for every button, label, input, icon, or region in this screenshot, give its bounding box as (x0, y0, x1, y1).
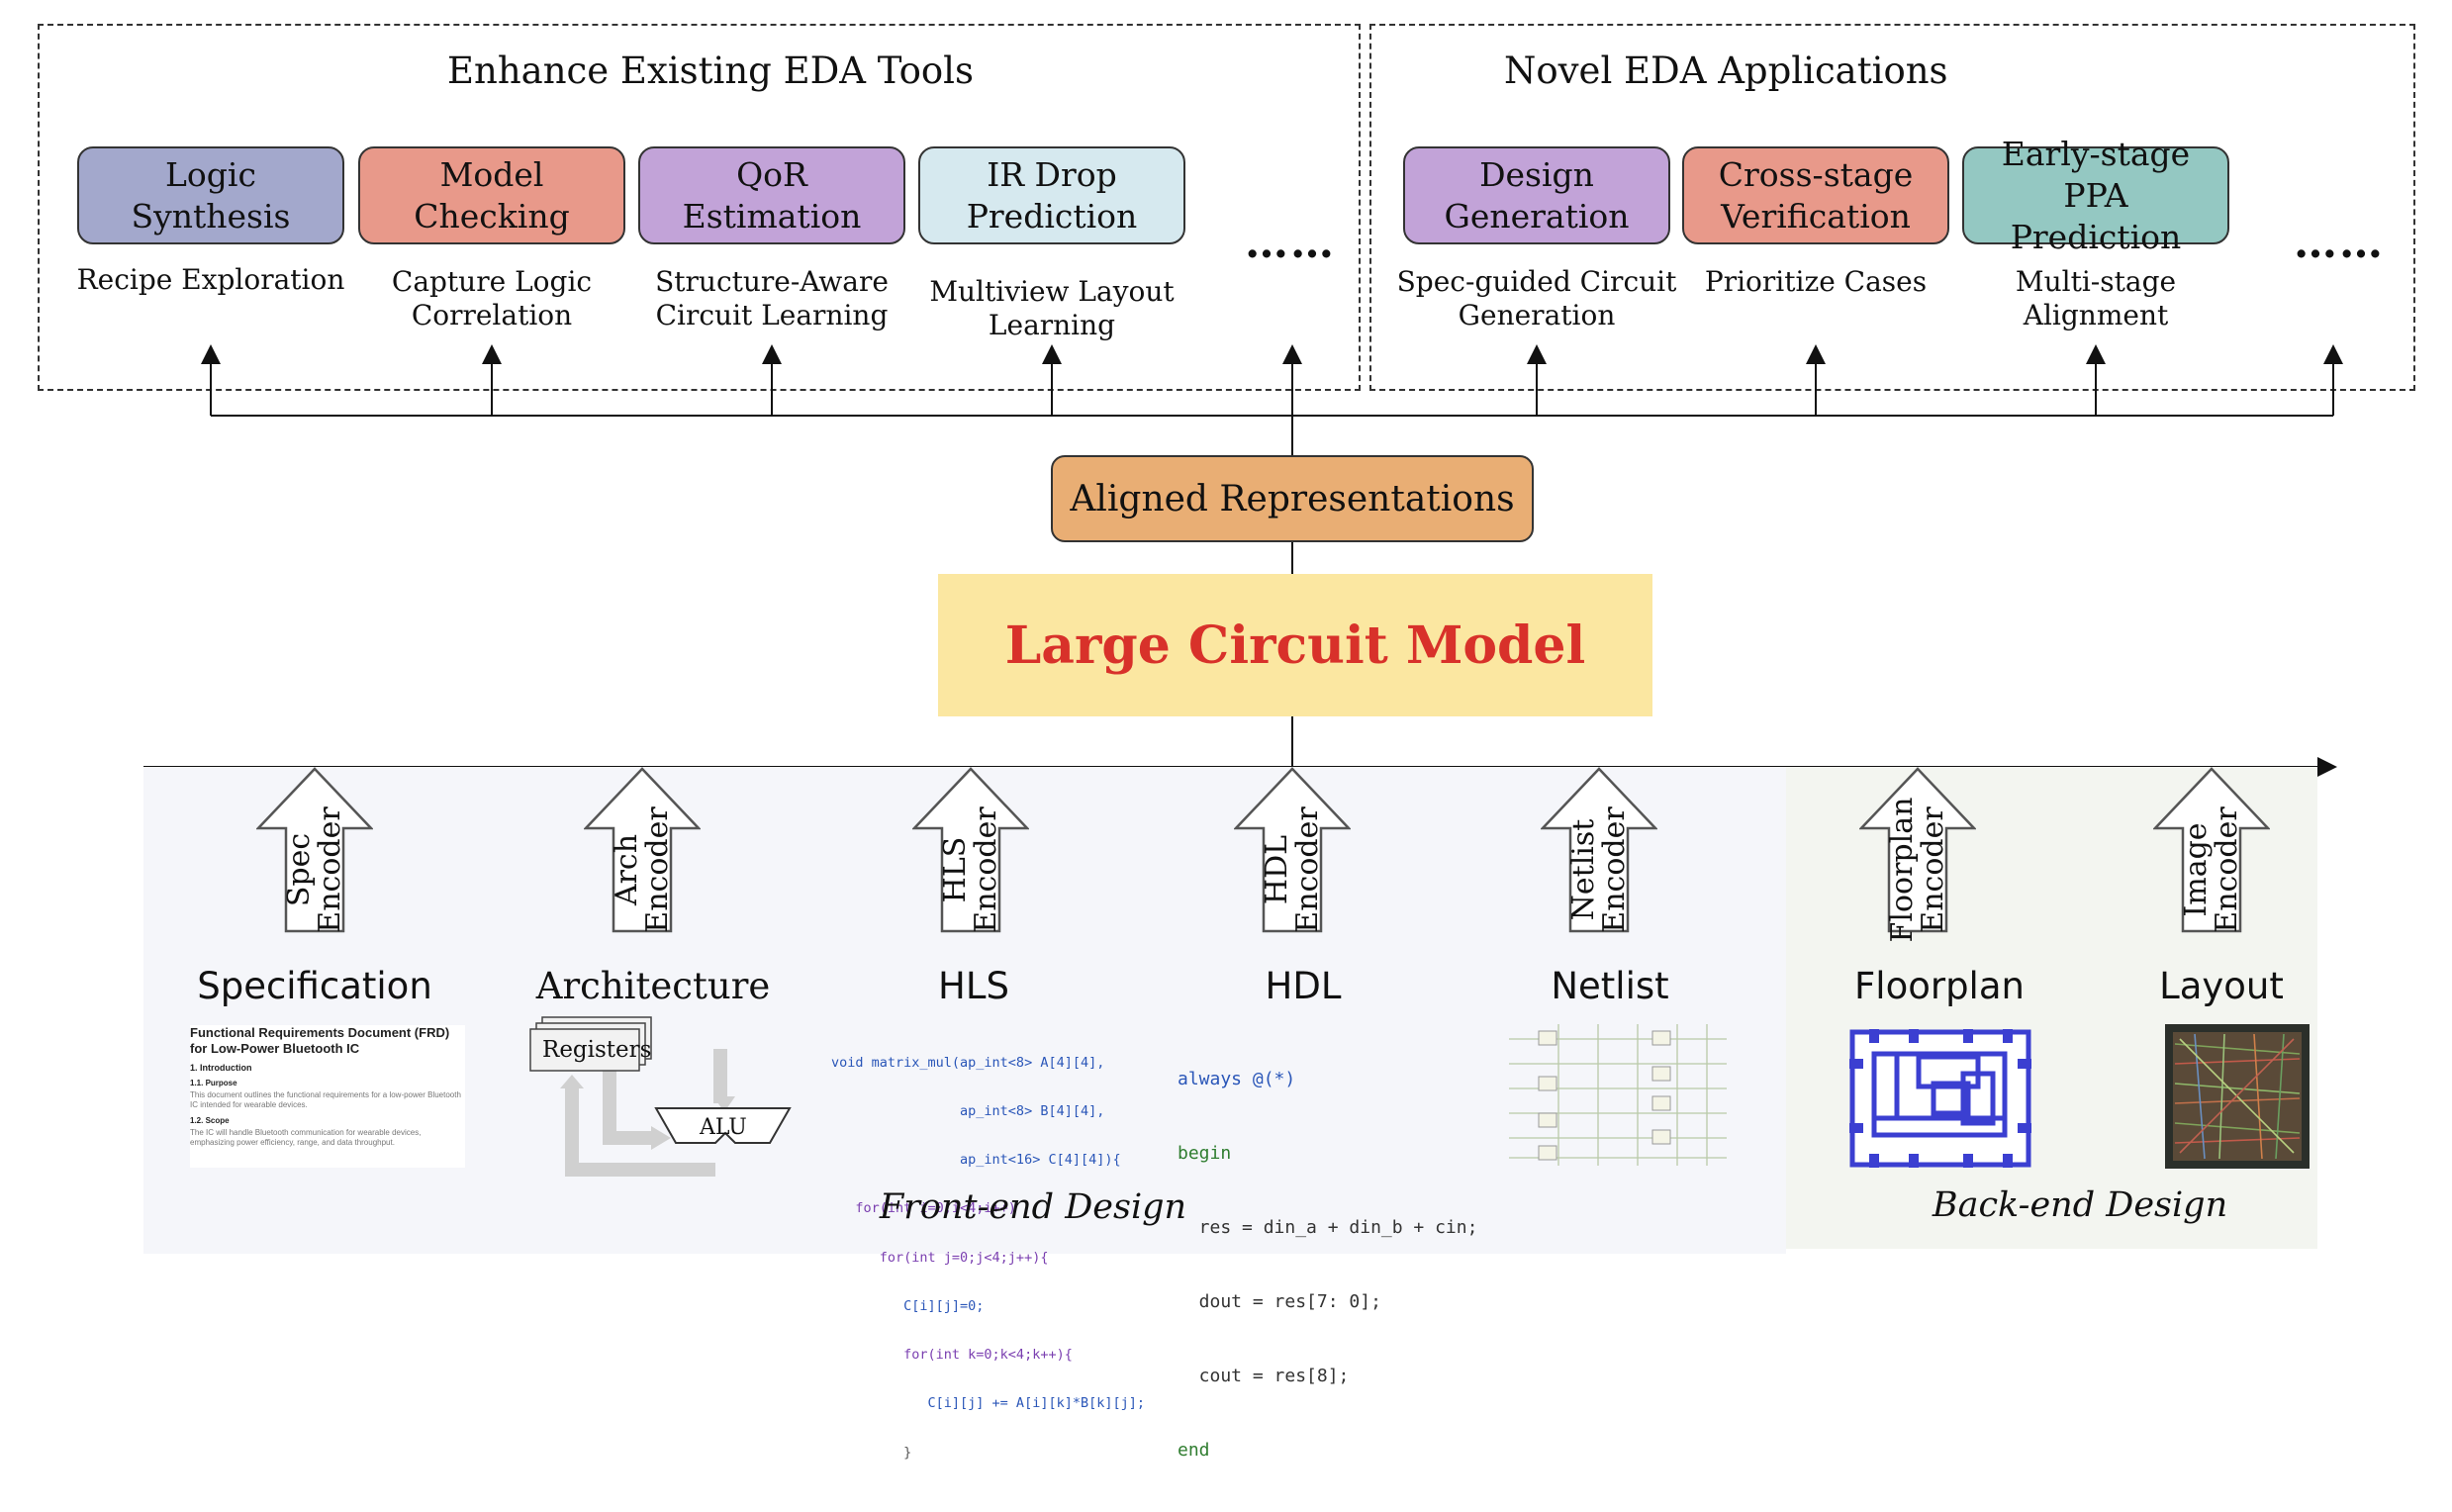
tool-ir-drop-sub: Multiview Layout Learning (929, 275, 1175, 341)
image-encoder-label: Image Encoder (2179, 806, 2244, 933)
floorplan-illustration (1849, 1029, 2031, 1168)
tool-qor-estimation-sub: Structure-Aware Circuit Learning (655, 265, 889, 331)
layout-illustration (2165, 1024, 2310, 1169)
spec-encoder-label: Spec Encoder (282, 806, 347, 933)
tool-design-generation: Design Generation (1403, 146, 1670, 244)
hdl-code-line: begin (1178, 1143, 1232, 1164)
novel-panel (1369, 24, 2415, 391)
spec-doc-title: Functional Requirements Document (FRD) f… (190, 1025, 450, 1056)
hls-code-line: for(int j=0;j<4;j++){ (831, 1249, 1049, 1266)
hdl-code-snippet: always @(*) begin res = din_a + din_b + … (1178, 1017, 1477, 1512)
floorplan-encoder-arrow: Floorplan Encoder (1859, 767, 1976, 942)
hls-code-line: void matrix_mul(ap_int<8> A[4][4], (831, 1054, 1105, 1071)
spec-doc-paragraph: This document outlines the functional re… (190, 1090, 461, 1109)
spec-document-thumbnail: Functional Requirements Document (FRD) f… (190, 1025, 465, 1168)
novel-panel-title: Novel EDA Applications (1504, 49, 1948, 92)
enhance-more-dots: …… (1245, 218, 1336, 268)
tool-early-stage-ppa: Early-stage PPA Prediction (1962, 135, 2229, 256)
front-end-design-label: Front-end Design (879, 1187, 1187, 1227)
hls-code-line: } (831, 1444, 912, 1461)
tool-design-generation-sub: Spec-guided Circuit Generation (1396, 265, 1677, 331)
encoder-arrow-shape (584, 767, 701, 933)
aligned-representations-box: Aligned Representations (1051, 455, 1534, 542)
stage-layout: Layout (2159, 965, 2284, 1007)
hls-code-line: for(int k=0;k<4;k++){ (831, 1347, 1073, 1364)
floorplan-encoder-label: Floorplan Encoder (1885, 797, 1950, 943)
encoder-arrow-shape (1859, 767, 1976, 933)
large-circuit-model-box: Large Circuit Model (938, 574, 1652, 716)
hdl-code-line: always @(*) (1178, 1069, 1296, 1089)
enhance-panel (38, 24, 1361, 391)
encoder-arrow-shape (1234, 767, 1351, 933)
encoder-arrow-shape (1541, 767, 1657, 933)
tool-logic-synthesis-sub: Recipe Exploration (76, 263, 345, 296)
hdl-code-line: res = din_a + din_b + cin; (1178, 1217, 1478, 1238)
architecture-illustration (529, 1016, 792, 1177)
stage-specification: Specification (197, 965, 432, 1007)
tool-qor-estimation: QoR Estimation (638, 146, 905, 244)
image-encoder-arrow: Image Encoder (2153, 767, 2270, 933)
tool-cross-stage-verification-sub: Prioritize Cases (1704, 265, 1928, 298)
stage-architecture: Architecture (535, 965, 771, 1007)
hls-code-snippet: void matrix_mul(ap_int<8> A[4][4], ap_in… (831, 1022, 1145, 1493)
novel-more-dots: …… (2294, 218, 2385, 268)
netlist-encoder-arrow: Netlist Encoder (1541, 767, 1657, 933)
stage-hls: HLS (938, 965, 1009, 1007)
stage-floorplan: Floorplan (1854, 965, 2025, 1007)
spec-doc-paragraph: The IC will handle Bluetooth communicati… (190, 1128, 422, 1147)
arch-encoder-arrow: Arch Encoder (584, 767, 701, 933)
arch-registers-label: Registers (542, 1037, 652, 1063)
hls-encoder-label: HLS Encoder (938, 806, 1003, 933)
diagram-canvas: Enhance Existing EDA Tools Novel EDA App… (38, 24, 2415, 1461)
hdl-code-line: end (1178, 1440, 1210, 1461)
encoder-arrow-shape (2153, 767, 2270, 933)
hls-encoder-arrow: HLS Encoder (912, 767, 1029, 933)
tool-cross-stage-verification: Cross-stage Verification (1682, 146, 1949, 244)
spec-doc-heading: 1.2. Scope (190, 1116, 230, 1125)
netlist-illustration (1509, 1024, 1727, 1166)
hdl-encoder-arrow: HDL Encoder (1234, 767, 1351, 933)
tool-early-stage-ppa-sub: Multi-stage Alignment (2015, 265, 2177, 331)
hls-code-line: C[i][j]=0; (831, 1297, 985, 1314)
spec-encoder-arrow: Spec Encoder (256, 767, 373, 933)
hls-code-line: ap_int<8> B[4][4], (831, 1103, 1105, 1120)
tool-model-checking-sub: Capture Logic Correlation (391, 265, 593, 331)
hdl-code-line: cout = res[8]; (1178, 1366, 1350, 1386)
tool-ir-drop: IR Drop Prediction (918, 146, 1185, 244)
stage-hdl: HDL (1265, 965, 1342, 1007)
enhance-panel-title: Enhance Existing EDA Tools (447, 49, 974, 92)
netlist-encoder-label: Netlist Encoder (1566, 806, 1632, 933)
stage-netlist: Netlist (1551, 965, 1669, 1007)
tool-model-checking: Model Checking (358, 146, 625, 244)
hls-code-line: for(int i=0;i<4;i++) (831, 1200, 1016, 1217)
hls-code-line: ap_int<16> C[4][4]){ (831, 1152, 1121, 1169)
hls-code-line: C[i][j] += A[i][k]*B[k][j]; (831, 1395, 1145, 1412)
spec-doc-heading: 1.1. Purpose (190, 1079, 237, 1087)
hdl-code-line: dout = res[7: 0]; (1178, 1291, 1381, 1312)
back-end-design-label: Back-end Design (1932, 1185, 2228, 1225)
encoder-arrow-shape (256, 767, 373, 933)
hdl-encoder-label: HDL Encoder (1260, 806, 1325, 933)
encoder-arrow-shape (912, 767, 1029, 933)
tool-logic-synthesis: Logic Synthesis (77, 146, 344, 244)
arch-alu-label: ALU (700, 1115, 747, 1140)
spec-doc-heading: 1. Introduction (190, 1063, 252, 1073)
arch-encoder-label: Arch Encoder (610, 806, 675, 933)
